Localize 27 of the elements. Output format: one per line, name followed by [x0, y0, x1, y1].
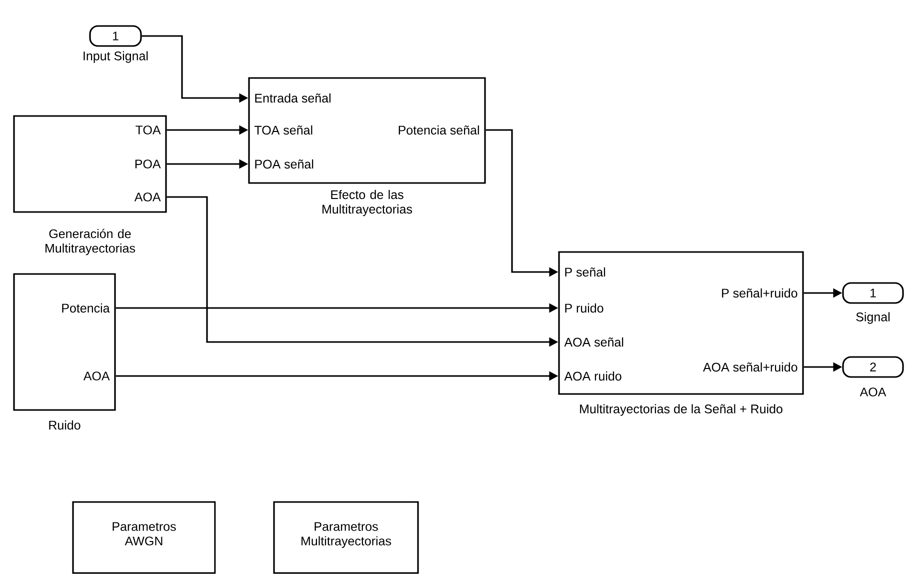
block-name: Generación de Multitrayectorias — [46, 228, 136, 256]
port-label: Entrada señal — [255, 93, 330, 103]
block-name: AOA — [860, 388, 886, 396]
port-label: POA señal — [255, 159, 314, 169]
block-box: Parametros Multitrayectorias — [273, 501, 419, 574]
port-label: TOA señal — [254, 125, 312, 135]
port-label: AOA ruido — [564, 371, 622, 381]
port-label: P señal — [565, 267, 606, 277]
port-label: AOA — [134, 192, 161, 202]
port-label: POA — [135, 160, 161, 168]
block-name: Multitrayectorias de la Señal + Ruido — [580, 404, 782, 416]
port-label: AOA — [83, 372, 110, 380]
port-label: AOA señal — [564, 337, 624, 347]
inport-terminal: 1 — [89, 25, 142, 47]
port-label: TOA — [136, 126, 161, 134]
block-name: Ruido — [49, 420, 80, 430]
block-name: Efecto de las Multitrayectorias — [322, 190, 412, 216]
port-label: P ruido — [565, 303, 604, 313]
port-label: P señal+ruido — [722, 288, 798, 298]
block-name: Signal — [856, 312, 890, 324]
outport-terminal: 1 — [842, 282, 904, 304]
outport-terminal: 2 — [842, 356, 904, 378]
block-name: Input Signal — [84, 51, 148, 63]
port-label: Potencia señal — [398, 125, 479, 135]
port-label: Potencia — [62, 303, 110, 313]
port-label: AOA señal+ruido — [703, 362, 798, 372]
block-box: Parametros AWGN — [72, 501, 216, 574]
